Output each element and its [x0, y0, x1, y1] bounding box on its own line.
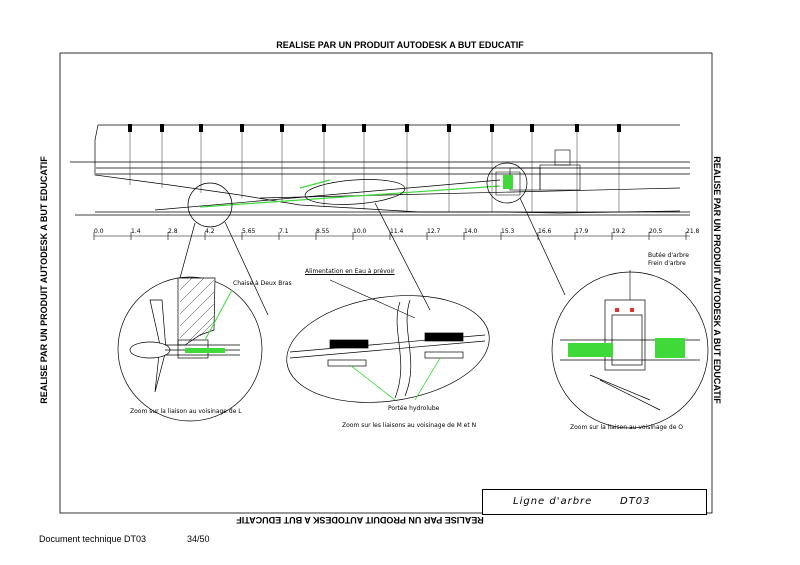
scale-tick: 15.3: [501, 228, 515, 235]
frame-markers: [128, 124, 621, 132]
engine-coupling-highlight: [503, 175, 513, 189]
detail-o-red-marks: [615, 308, 634, 312]
zoom-circle-l: [187, 182, 233, 228]
scale-tick: 4.2: [205, 228, 215, 235]
footer-document: Document technique DT03: [39, 534, 147, 544]
zoom-ellipse-mn: [304, 179, 406, 205]
title-block-code: DT03: [620, 496, 651, 507]
scale-tick: 19.2: [612, 228, 626, 235]
scale-tick: 8.55: [316, 228, 330, 235]
shaft-highlight: [199, 179, 501, 208]
scale-tick: 2.8: [168, 228, 178, 235]
scale-tick: 21.8: [686, 228, 700, 235]
label-butee-arbre: Butée d'arbre: [648, 252, 689, 259]
scale-tick: 20.5: [649, 228, 663, 235]
zoom-circle-o: [486, 162, 528, 204]
label-chaise-deux-bras: Chaise à Deux Bras: [233, 280, 292, 287]
detail-o-highlight: [568, 338, 685, 358]
scale-tick: 10.0: [353, 228, 367, 235]
caption-detail-mn: Zoom sur les liaisons au voisinage de M …: [342, 422, 477, 429]
leader-lines: [179, 197, 566, 316]
caption-detail-o: Zoom sur la liaison au voisinage de O: [570, 424, 684, 431]
detail-mn: [286, 295, 490, 403]
hull-profile: [70, 124, 690, 216]
scale-tick: 16.6: [538, 228, 552, 235]
title-block-name: Ligne d'arbre: [513, 496, 593, 507]
scale-tick: 14.0: [464, 228, 478, 235]
scale-tick: 11.4: [390, 228, 404, 235]
top-stamp: REALISE PAR UN PRODUIT AUTODESK A BUT ED…: [276, 40, 524, 50]
drawing-frame: [59, 52, 713, 514]
detail-l-highlight: [185, 348, 225, 353]
label-portee-hydrolube: Portée hydrolube: [388, 405, 440, 412]
scale-tick: 0.0: [94, 228, 104, 235]
label-leader-chaise: [204, 289, 233, 341]
scale-tick: 5.65: [242, 228, 256, 235]
label-leader-water: [329, 279, 416, 319]
scale-tick: 7.1: [279, 228, 289, 235]
caption-detail-l: Zoom sur la liaison au voisinage de L: [130, 408, 242, 415]
frame-lines: [129, 132, 620, 212]
detail-l: [117, 276, 263, 422]
engine-sketch: [495, 149, 581, 196]
scale-tick: 1.4: [131, 228, 141, 235]
scale-bar: [93, 232, 690, 240]
scale-tick: 17.9: [575, 228, 589, 235]
scale-tick: 12.7: [427, 228, 441, 235]
footer-page: 34/50: [187, 534, 210, 544]
title-block: Ligne d'arbre DT03: [482, 489, 707, 515]
label-alimentation-eau: Alimentation en Eau à prévoir: [305, 268, 395, 275]
label-frein-arbre: Frein d'arbre: [648, 260, 686, 267]
